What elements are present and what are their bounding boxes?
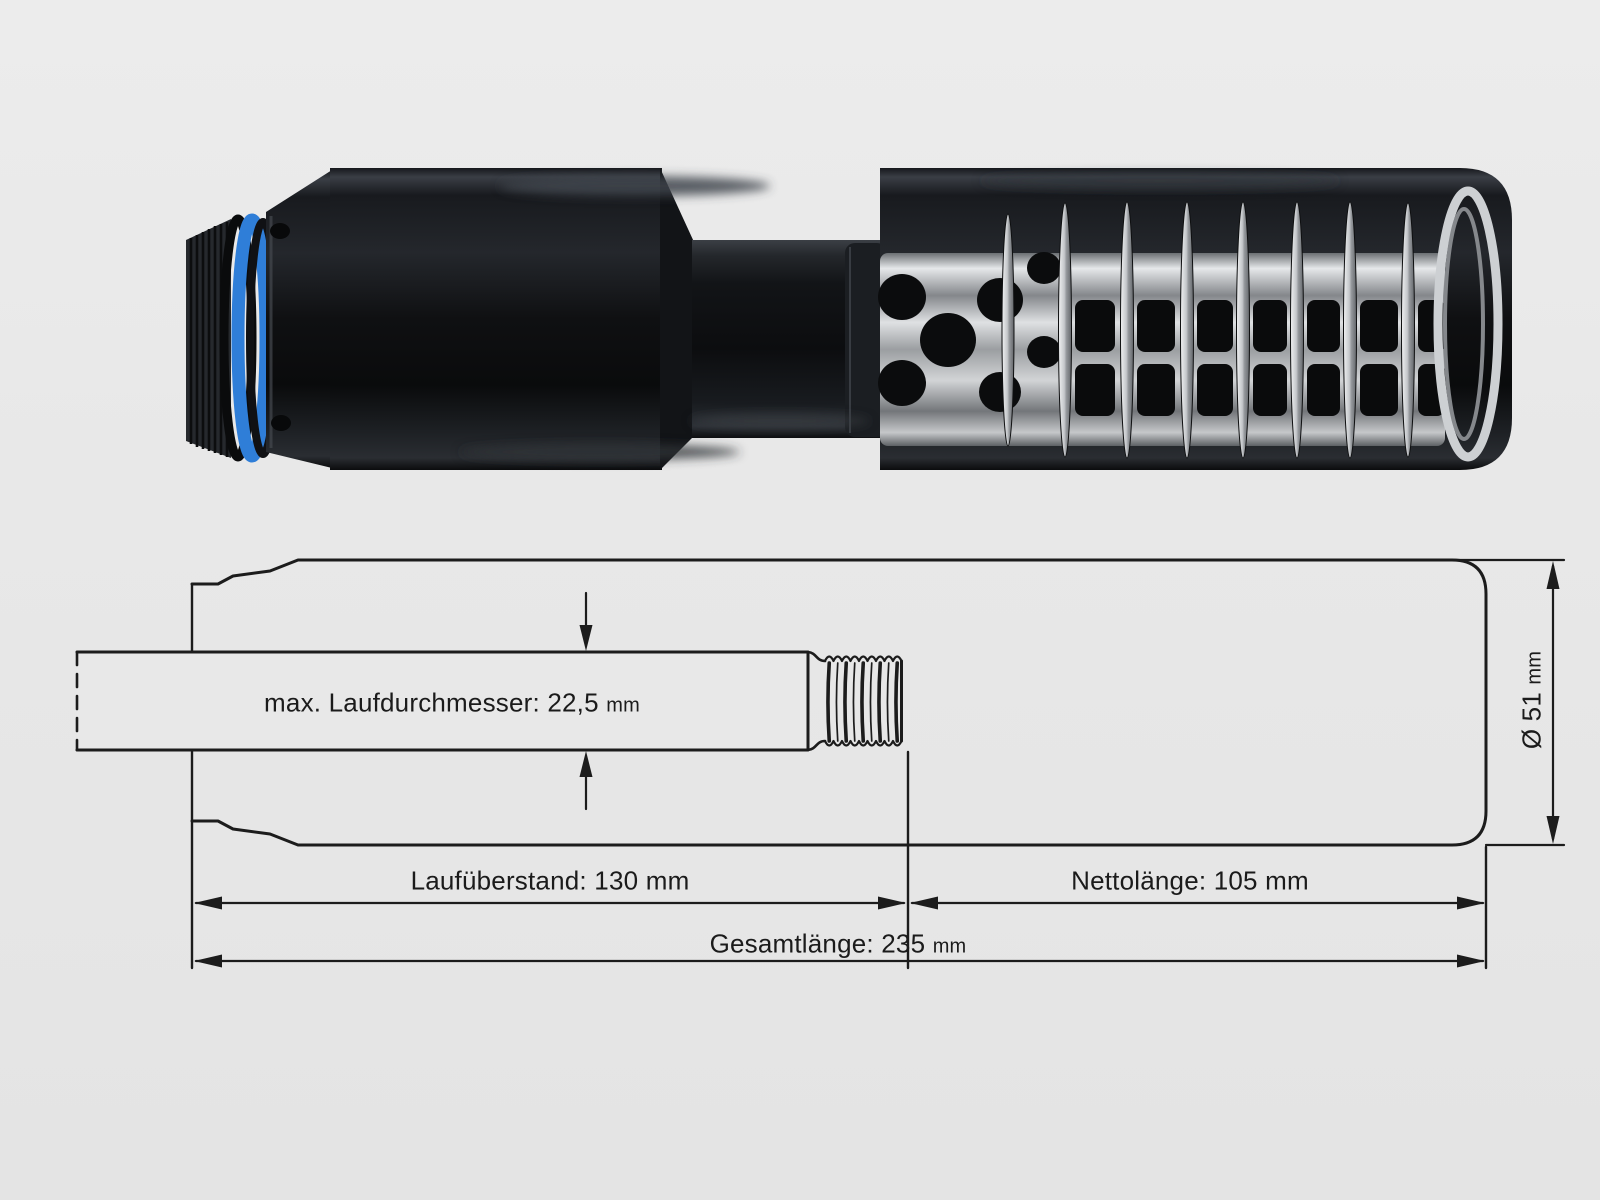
dimension-drawing: [75, 558, 1566, 970]
label-net-length-text: Nettolänge:: [1071, 865, 1207, 896]
label-total-length-value: 235: [881, 928, 926, 959]
barrel: [75, 650, 810, 752]
label-total-length-text: Gesamtlänge:: [709, 928, 874, 959]
label-max-barrel-diameter-value: 22,5: [547, 687, 599, 718]
label-max-barrel-diameter-unit: mm: [606, 694, 640, 717]
muzzle-end: [1433, 186, 1503, 462]
label-overhang-value: 130: [594, 865, 639, 896]
label-max-barrel-diameter-text: max. Laufdurchmesser:: [264, 687, 540, 718]
highlights: [460, 173, 1340, 460]
label-overhang-unit: mm: [645, 865, 690, 896]
baffle-fins: [1001, 201, 1415, 459]
rear-thread: [186, 219, 231, 458]
taper-shoulder: [660, 168, 694, 470]
label-outer-diameter-unit: mm: [1523, 650, 1546, 685]
muzzle-thread: [806, 650, 903, 752]
label-net-length-value: 105: [1213, 865, 1258, 896]
label-max-barrel-diameter: max. Laufdurchmesser: 22,5 mm: [264, 688, 640, 719]
dim-outer-diameter: [1546, 561, 1560, 844]
label-net-length: Nettolänge: 105 mm: [1071, 866, 1309, 897]
label-outer-diameter-value: Ø 51: [1516, 692, 1547, 750]
main-tube: [330, 168, 662, 470]
dim-total-length: [194, 954, 1485, 968]
dim-barrel-diameter: [579, 591, 593, 811]
dim-net-length: [910, 896, 1485, 910]
label-overhang: Laufüberstand: 130 mm: [411, 866, 690, 897]
label-net-length-unit: mm: [1265, 865, 1309, 896]
label-overhang-text: Laufüberstand:: [410, 865, 587, 896]
label-outer-diameter: Ø 51 mm: [1517, 651, 1548, 749]
collar: [845, 243, 887, 437]
silencer-photo: [186, 168, 1512, 470]
dim-overhang: [194, 896, 906, 910]
label-total-length: Gesamtlänge: 235 mm: [710, 929, 967, 960]
label-total-length-unit: mm: [932, 935, 967, 958]
